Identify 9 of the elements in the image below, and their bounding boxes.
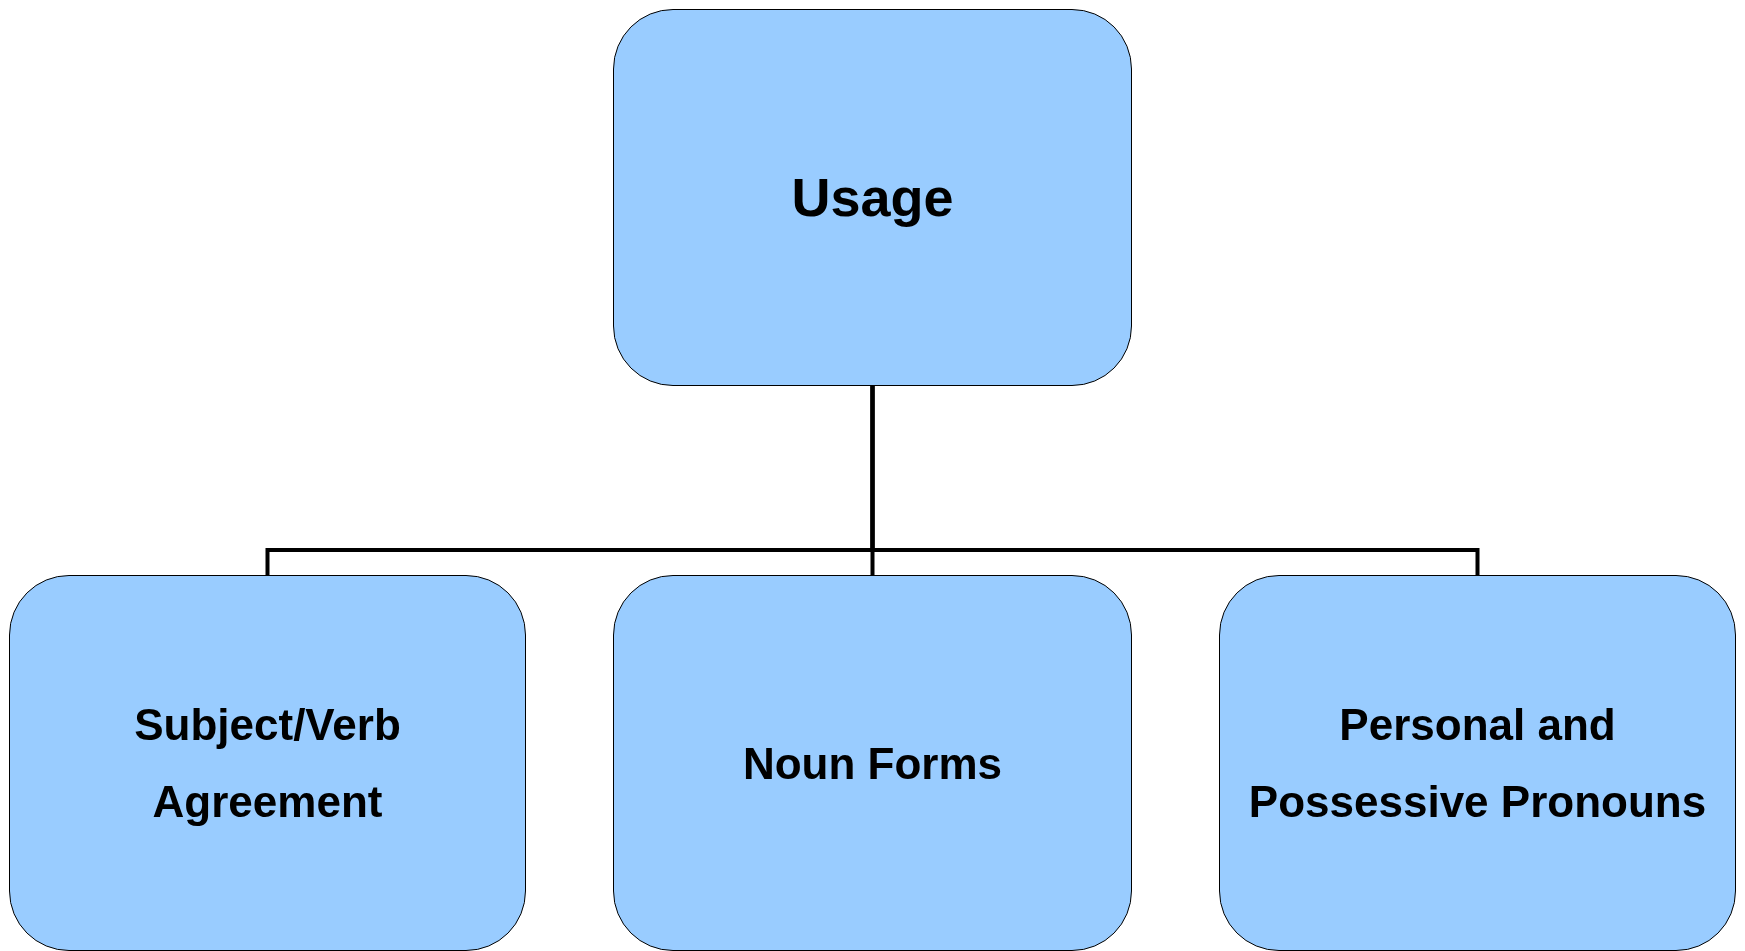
box-label: Subject/Verb Agreement: [133, 699, 402, 828]
box-label: Personal and Possessive Pronouns: [1247, 699, 1708, 828]
box-label: Usage: [791, 166, 954, 230]
rounded-box: [9, 575, 526, 951]
connector-line: [870, 386, 1480, 575]
rounded-box: [1219, 575, 1736, 951]
box-label: Noun Forms: [742, 737, 1003, 790]
rounded-box: [613, 575, 1132, 951]
rounded-box: [613, 9, 1132, 386]
